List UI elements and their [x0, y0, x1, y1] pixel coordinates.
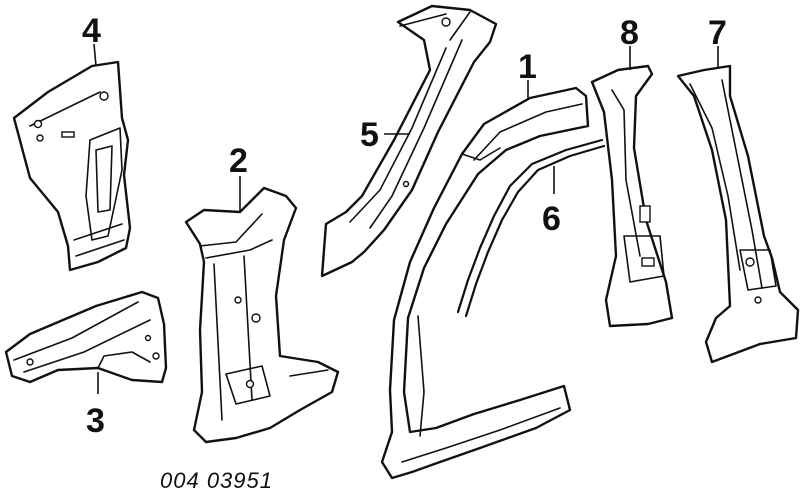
- part-1-side-outer-frame: [380, 86, 590, 480]
- part-8-b-pillar-inner: [590, 64, 674, 328]
- part-7-b-pillar-outer: [676, 64, 800, 364]
- callout-4: 4: [82, 12, 101, 50]
- callout-1: 1: [518, 48, 537, 86]
- callout-2: 2: [229, 142, 248, 180]
- callout-3: 3: [86, 402, 105, 440]
- part-5-a-pillar-upper: [320, 4, 498, 278]
- callout-5: 5: [360, 116, 379, 154]
- part-4-fender-apron: [12, 60, 132, 272]
- reference-code: 004 03951: [160, 468, 273, 493]
- part-2-cowl-side-panel: [184, 186, 340, 444]
- leader-4: [93, 43, 97, 67]
- leader-lines: [93, 43, 719, 394]
- part-3-front-side-member: [4, 290, 168, 384]
- callout-6: 6: [542, 200, 561, 238]
- callout-8: 8: [620, 14, 639, 52]
- part-6-door-seal: [456, 138, 606, 318]
- callout-7: 7: [708, 14, 727, 52]
